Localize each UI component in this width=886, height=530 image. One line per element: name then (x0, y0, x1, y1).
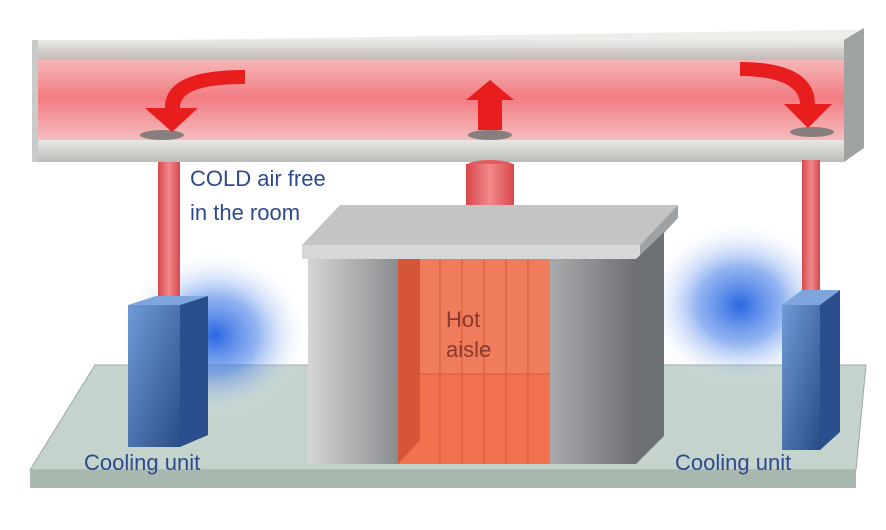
cooling-unit-left-label: Cooling unit (84, 450, 201, 475)
cold-air-label-line1: COLD air free (190, 166, 326, 191)
rack-right-cabinet (550, 259, 636, 464)
cooling-unit-right-side (820, 290, 840, 450)
duct-left-end (32, 40, 38, 162)
cooling-unit-left-side (180, 296, 208, 447)
right-down-arrow (740, 62, 832, 128)
hot-aisle-label-line2: aisle (446, 337, 492, 362)
cooling-unit-left-top (128, 296, 208, 305)
duct-opening-right (790, 127, 834, 137)
duct-top-rail (32, 40, 844, 60)
rack-left-cabinet (308, 259, 398, 464)
cooling-unit-right-top (782, 290, 840, 305)
floor-front-edge (30, 470, 856, 488)
cooling-unit-right-label: Cooling unit (675, 450, 792, 475)
duct-end-face (844, 28, 864, 162)
cooling-unit-left-front (128, 305, 180, 447)
hot-aisle-label-line1: Hot (446, 307, 481, 332)
rack-right-side (636, 232, 664, 464)
hot-aisle-floor (398, 374, 550, 464)
pipe-right (802, 160, 820, 300)
rack-roof-side (640, 205, 678, 259)
duct-bottom-rail (32, 140, 844, 162)
left-down-arrow (145, 70, 245, 132)
cold-air-label-line2: in the room (190, 200, 301, 225)
cooling-unit-right-front (782, 305, 820, 450)
rack-roof-front (302, 245, 640, 259)
center-up-arrow (466, 80, 514, 130)
pipe-left (158, 162, 180, 304)
duct-opening-left (140, 130, 184, 140)
hot-aisle-stripes (420, 259, 550, 464)
duct-opening-center (468, 130, 512, 140)
hot-aisle-back (398, 259, 550, 374)
hot-aisle-left-wall (398, 259, 420, 464)
rack-roof-top (302, 205, 678, 245)
